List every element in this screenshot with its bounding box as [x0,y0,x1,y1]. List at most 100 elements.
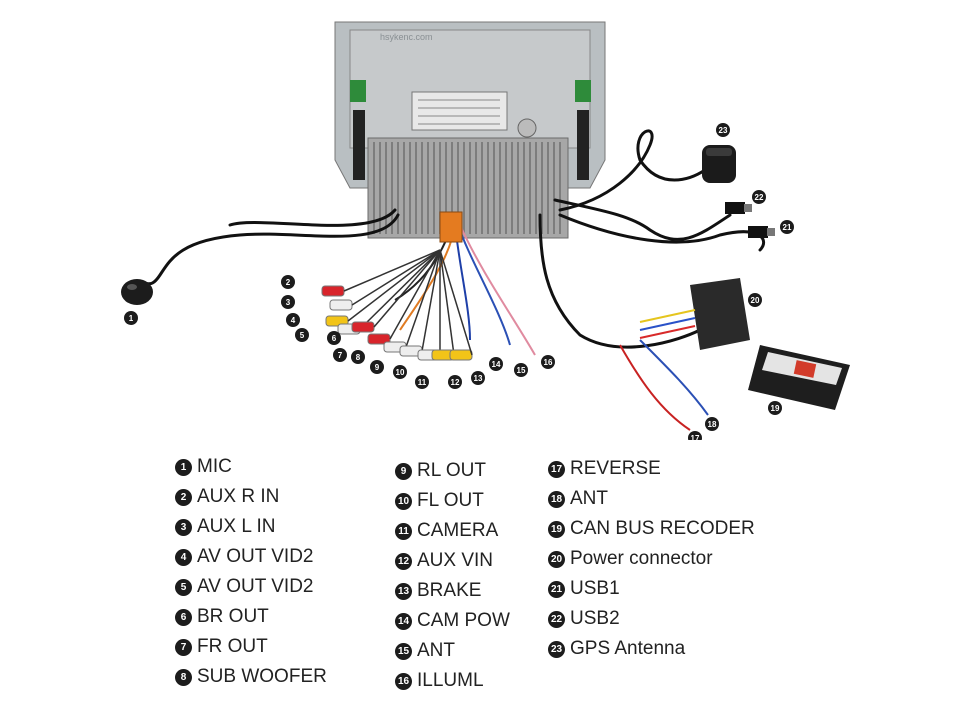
legend-label: MIC [197,456,232,477]
callout-3: 3 [281,295,295,309]
legend-label: FR OUT [197,636,268,657]
legend-item: 17 REVERSE [548,454,755,484]
svg-text:1: 1 [129,314,134,323]
legend-item: 8 SUB WOOFER [175,662,327,692]
wiring-diagram: hsykenc.com [121,21,850,440]
legend-label: AUX R IN [197,486,280,507]
legend-item: 16 ILLUML [395,666,510,696]
svg-text:10: 10 [396,368,405,377]
callout-17: 17 [688,431,702,440]
svg-text:5: 5 [300,331,305,340]
callout-12: 12 [448,375,462,389]
callout-21: 21 [780,220,794,234]
rca-plug [367,249,441,345]
legend-number-badge: 9 [395,462,412,480]
rca-plug [399,249,441,357]
callout-19: 19 [768,401,782,415]
callout-18: 18 [705,417,719,431]
callout-2: 2 [281,275,295,289]
legend-number-badge: 19 [548,520,565,538]
callout-7: 7 [333,348,347,362]
svg-text:14: 14 [492,360,501,369]
legend-number-badge: 17 [548,460,565,478]
svg-text:15: 15 [517,366,526,375]
mic-unit [121,279,153,305]
legend-item: 7 FR OUT [175,632,327,662]
svg-text:3: 3 [286,298,291,307]
legend-label: CAMERA [417,520,499,541]
legend-label: BRAKE [417,580,482,601]
legend-number-badge: 20 [548,550,565,568]
legend-number-badge: 1 [175,458,192,476]
legend-item: 10 FL OUT [395,486,510,516]
legend-number-badge: 16 [395,672,412,690]
svg-text:11: 11 [418,378,427,387]
legend-number-badge: 23 [548,640,565,658]
unit-side-bracket-right [575,80,591,180]
rca-connectors [321,249,473,361]
legend-number-badge: 4 [175,548,192,566]
callout-23: 23 [716,123,730,137]
legend-number-badge: 10 [395,492,412,510]
legend-number-badge: 2 [175,488,192,506]
svg-text:20: 20 [751,296,760,305]
watermark: hsykenc.com [380,32,433,42]
legend-label: FL OUT [417,490,484,511]
rca-plug [383,249,441,353]
callout-14: 14 [489,357,503,371]
callout-20: 20 [748,293,762,307]
legend-label: CAM POW [417,610,510,631]
legend-number-badge: 12 [395,552,412,570]
svg-text:4: 4 [291,316,296,325]
rca-plug [329,249,441,311]
svg-text:13: 13 [474,374,483,383]
legend-number-badge: 7 [175,638,192,656]
legend-label: AUX L IN [197,516,276,537]
legend-label: SUB WOOFER [197,666,327,687]
legend-number-badge: 8 [175,668,192,686]
legend-number-badge: 13 [395,582,412,600]
legend-item: 23 GPS Antenna [548,634,755,664]
legend-label: ILLUML [417,670,484,691]
callout-22: 22 [752,190,766,204]
legend-label: GPS Antenna [570,638,686,659]
cables [138,129,766,349]
usb-plug-22 [725,202,752,214]
callout-8: 8 [351,350,365,364]
callout-5: 5 [295,328,309,342]
legend-label: REVERSE [570,458,661,479]
legend-label: BR OUT [197,606,269,627]
rca-plug [431,249,455,361]
legend-item: 13 BRAKE [395,576,510,606]
svg-text:2: 2 [286,278,291,287]
legend-label: USB1 [570,578,620,599]
head-unit: hsykenc.com [334,21,606,239]
can-bus-box [748,345,850,410]
legend-label: ANT [417,640,455,661]
svg-text:9: 9 [375,363,380,372]
callout-15: 15 [514,363,528,377]
legend-number-badge: 22 [548,610,565,628]
legend-label: AV OUT VID2 [197,576,314,597]
legend-number-badge: 18 [548,490,565,508]
legend-number-badge: 21 [548,580,565,598]
harness-plug [439,211,463,243]
svg-text:16: 16 [544,358,553,367]
legend-number-badge: 5 [175,578,192,596]
callout-11: 11 [415,375,429,389]
svg-text:19: 19 [771,404,780,413]
callout-10: 10 [393,365,407,379]
callout-13: 13 [471,371,485,385]
svg-text:21: 21 [783,223,792,232]
